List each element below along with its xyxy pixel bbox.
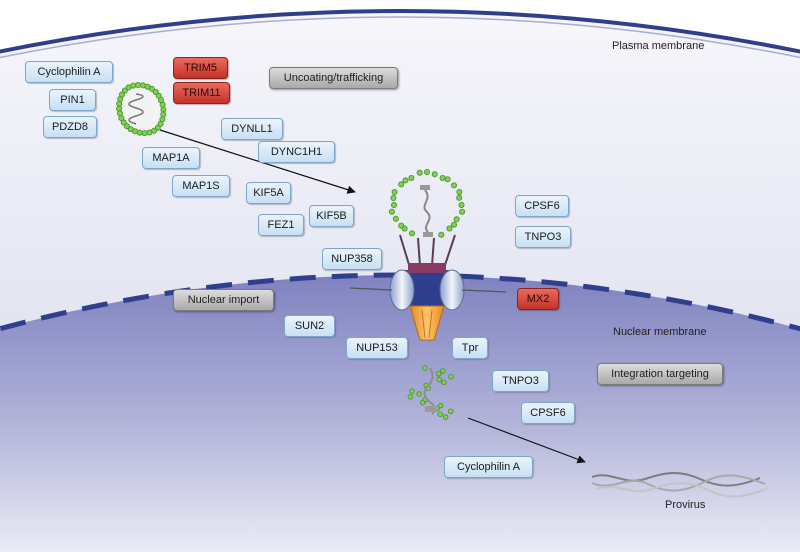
capsid-protein-dot (458, 201, 465, 208)
capsid-protein-dot (116, 110, 123, 117)
capsid-protein-dot (416, 169, 423, 176)
integration-targeting-label: Integration targeting (597, 363, 723, 385)
integration-arrow (467, 417, 586, 464)
factor-tpr: Tpr (452, 337, 488, 359)
factor-tnpo3-nuclear: TNPO3 (492, 370, 549, 392)
capsid-protein-dot (388, 208, 395, 215)
nuclear-membrane (0, 272, 800, 332)
capsid-protein-dot (146, 129, 153, 136)
factor-kif5b: KIF5B (309, 205, 354, 227)
factor-map1s: MAP1S (172, 175, 230, 197)
capsid-protein-dot (390, 201, 397, 208)
capsid-protein-dot (408, 230, 415, 237)
factor-cyclophilin-a: Cyclophilin A (25, 61, 113, 83)
nucleus (0, 275, 800, 552)
nuclear-import-label: Nuclear import (173, 289, 274, 311)
capsid-protein-dot (148, 85, 155, 92)
capsid-protein-dot (459, 208, 466, 215)
capsid-protein-dot (407, 394, 413, 400)
capsid-protein-dot (157, 120, 164, 127)
capsid-protein-dot (448, 408, 454, 414)
capsid-protein-dot (441, 379, 447, 386)
factor-trim5: TRIM5 (173, 57, 228, 79)
capsid-protein-dot (391, 188, 398, 195)
capsid-protein-dot (438, 402, 444, 409)
capsid-protein-dot (422, 365, 428, 371)
intact-capsid (116, 82, 167, 137)
capsid-protein-dot (152, 89, 159, 96)
capsid-protein-dot (392, 215, 399, 222)
factor-trim11: TRIM11 (173, 82, 230, 104)
capsid-protein-dot (119, 91, 126, 98)
capsid-protein-dot (437, 411, 443, 417)
capsid-protein-dot (456, 194, 463, 201)
capsid-protein-dot (127, 126, 134, 133)
factor-pdzd8: PDZD8 (43, 116, 97, 138)
capsid-protein-dot (121, 87, 128, 94)
uncoating-trafficking-label: Uncoating/trafficking (269, 67, 398, 89)
capsid-protein-dot (443, 414, 449, 420)
capsid-protein-dot (450, 221, 457, 228)
nuclear-pore-complex (349, 234, 507, 341)
capsid-protein-dot (159, 101, 166, 108)
provirus-label: Provirus (665, 499, 706, 511)
factor-dync1h1: DYNC1H1 (258, 141, 335, 163)
factor-mx2: MX2 (517, 288, 559, 310)
capsid-protein-dot (436, 371, 442, 377)
factor-fez1: FEZ1 (258, 214, 304, 236)
capsid-protein-dot (398, 222, 405, 229)
capsid-protein-dot (444, 176, 451, 183)
capsid-protein-dot (431, 171, 438, 178)
capsid-protein-dot (450, 182, 457, 189)
capsid-protein-dot (456, 188, 463, 195)
capsid-protein-dot (390, 194, 397, 201)
factor-sun2: SUN2 (284, 315, 335, 337)
capsid-protein-dot (438, 231, 445, 238)
factor-cpsf6: CPSF6 (515, 195, 569, 217)
capsid-protein-dot (423, 168, 430, 175)
capsid-protein-dot (409, 388, 415, 394)
capsid-protein-dot (448, 374, 454, 380)
capsid-protein-dot (398, 181, 405, 188)
capsid-protein-dot (130, 82, 137, 89)
trafficking-arrow (159, 129, 356, 194)
nuclear-membrane-label: Nuclear membrane (613, 326, 707, 338)
plasma-membrane-label: Plasma membrane (612, 40, 705, 52)
factor-cpsf6-nuclear: CPSF6 (521, 402, 575, 424)
capsid-protein-dot (123, 123, 130, 130)
factor-tnpo3: TNPO3 (515, 226, 571, 248)
capsid-protein-dot (160, 111, 167, 118)
factor-nup153: NUP153 (346, 337, 408, 359)
capsid-protein-dot (154, 124, 161, 131)
capsid-protein-dot (408, 174, 415, 181)
uncoating-capsid (388, 168, 466, 238)
capsid-protein-dot (440, 368, 446, 374)
provirus-dna (591, 472, 769, 498)
capsid-protein-dot (446, 225, 453, 232)
capsid-protein-dot (116, 105, 123, 112)
capsid-protein-dot (402, 177, 409, 184)
factor-dynll1: DYNLL1 (221, 118, 283, 140)
factor-kif5a: KIF5A (246, 182, 291, 204)
factor-nup358: NUP358 (322, 248, 382, 270)
capsid-protein-dot (436, 376, 442, 383)
capsid-protein-dot (419, 400, 426, 406)
viral-rna (128, 93, 144, 125)
capsid-protein-dot (416, 391, 422, 397)
factor-cyclophilin-a-nuclear: Cyclophilin A (444, 456, 533, 478)
capsid-protein-dot (141, 130, 148, 137)
capsid-protein-dot (134, 82, 141, 89)
capsid-protein-dot (453, 216, 460, 223)
pre-integration-complex (407, 365, 454, 420)
plasma-membrane (0, 9, 800, 54)
factor-pin1: PIN1 (49, 89, 96, 111)
factor-map1a: MAP1A (142, 147, 200, 169)
capsid-protein-dot (439, 174, 446, 181)
